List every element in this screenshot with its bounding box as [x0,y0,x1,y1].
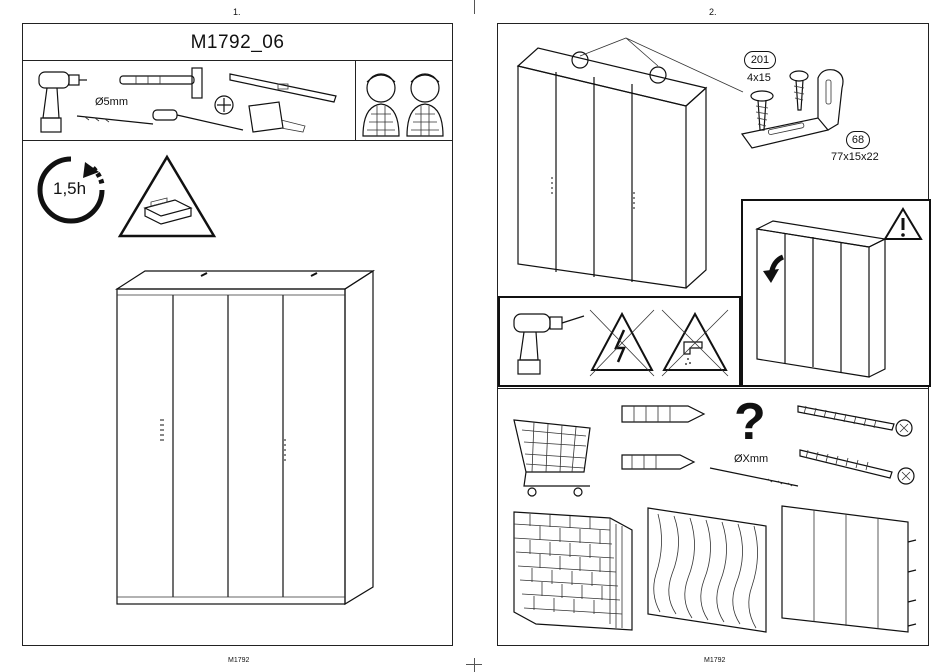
tape-measure-icon [245,100,313,136]
page-number-left: 1. [233,7,241,17]
divider [23,140,452,141]
footer-left: M1792 [228,657,249,664]
wardrobe-illustration [115,269,377,614]
brick-wall-icon [510,504,634,634]
panel-wall-icon [778,502,918,636]
callout-lines [578,36,748,96]
tipping-warning-panel [741,199,931,387]
drill-bit-size-label: ØXmm [734,453,768,465]
screw-icon [794,400,920,436]
wall-plug-icon [618,398,708,430]
question-mark: ? [734,392,766,452]
crop-mark [474,658,475,672]
drill-bit-icon [75,112,155,126]
bracket-size-label: 77x15x22 [831,151,879,163]
divider [498,388,928,389]
left-page-frame: M1792_06 Ø5mm [22,23,453,646]
warning-icon [117,154,217,240]
crop-mark [474,0,475,14]
crop-mark [466,664,482,665]
no-water-icon [660,308,730,378]
model-title: M1792_06 [23,32,452,54]
screw-count-badge: 201 [744,51,776,69]
bracket-count-badge: 68 [846,131,870,149]
wardrobe-tipping-illustration [755,219,890,379]
two-person-icon [359,64,449,138]
divider [355,60,356,140]
screw-icon [796,444,922,486]
no-electric-icon [588,308,656,378]
drill-bit-icon [708,464,800,490]
shopping-cart-icon [510,406,602,498]
wood-wall-icon [644,504,770,634]
drilling-caution-panel [498,296,741,387]
wall-plug-icon [618,447,698,477]
footer-right: M1792 [704,657,725,664]
drill-icon [506,308,586,378]
divider [23,60,452,61]
page-number-right: 2. [709,7,717,17]
hammer-icon [118,66,218,106]
right-page-frame: 201 4x15 68 77x15x22 [497,23,929,646]
assembly-time: 1,5h [53,179,86,199]
